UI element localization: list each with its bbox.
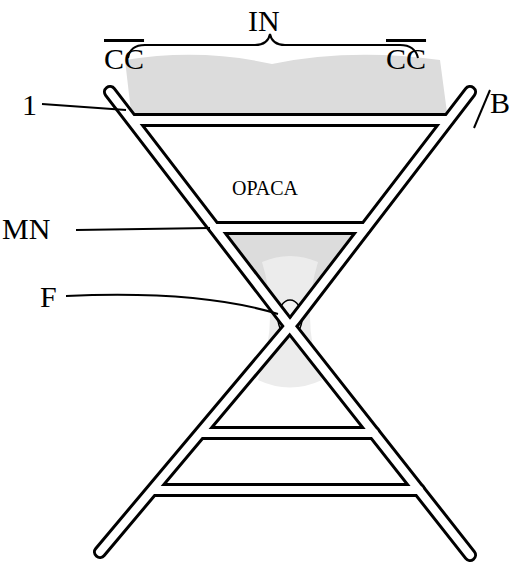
part-label: 1 (22, 90, 37, 120)
region-label: OPACA (232, 178, 298, 198)
part-label: B (490, 88, 510, 118)
part-label: MN (2, 214, 50, 244)
part-label: CC (104, 44, 144, 74)
brace (128, 34, 418, 58)
slash-mark (474, 90, 490, 128)
leader-line (76, 228, 210, 230)
leader-line (42, 104, 126, 110)
part-label: CC (386, 44, 426, 74)
part-label: F (40, 282, 57, 312)
skeleton-rods (100, 92, 470, 555)
leader-line (66, 295, 278, 314)
part-label: IN (248, 6, 280, 36)
